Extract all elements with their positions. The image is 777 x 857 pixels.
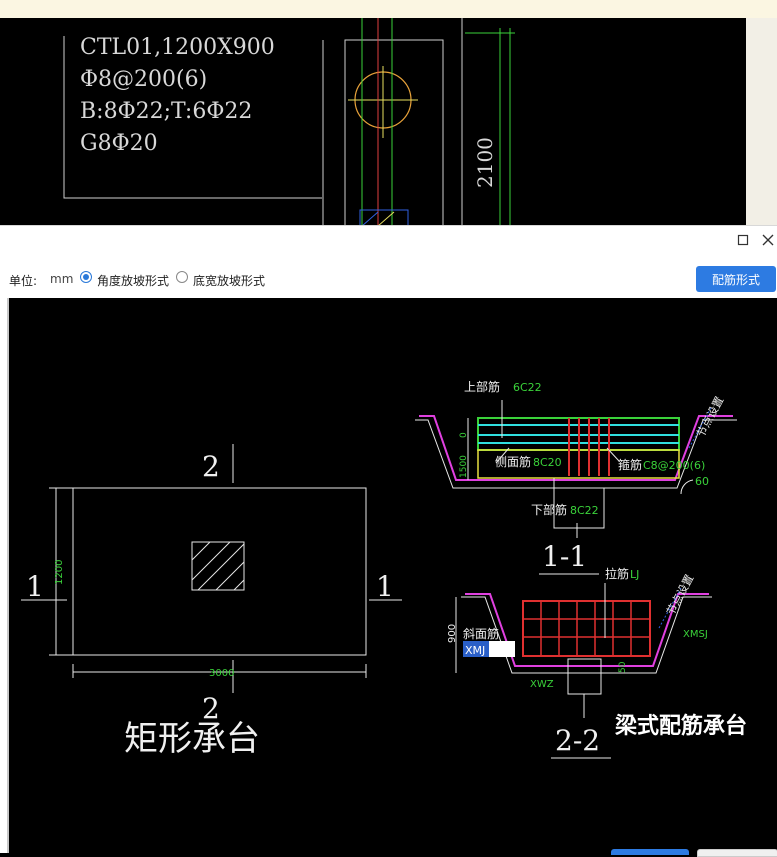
background-right-panel — [746, 18, 777, 228]
tie-label: 拉筋 — [605, 566, 629, 581]
side-rebar-label: 侧面筋 — [495, 454, 531, 469]
dim-0: 0 — [459, 432, 469, 438]
label-line-1: CTL01,1200X900 — [80, 35, 275, 60]
section-2-red-grid — [523, 601, 650, 656]
dim-900: 900 — [447, 624, 458, 643]
dim-50: 50 — [618, 661, 628, 673]
radio-angle-slope[interactable] — [80, 271, 92, 283]
radio-bottom-width-slope-label[interactable]: 底宽放坡形式 — [193, 274, 266, 288]
dim-1500: 1500 — [459, 455, 469, 478]
leader-stirrup — [606, 447, 620, 462]
radio-bottom-width-slope[interactable] — [176, 271, 188, 283]
side-rebar-value: 8C20 — [533, 456, 562, 469]
rect-cap-caption: 矩形承台 — [124, 719, 260, 759]
bottom-rebar-label: 下部筋 — [531, 502, 567, 517]
top-rebar-label: 上部筋 — [464, 379, 500, 394]
cancel-button-edge[interactable] — [697, 849, 777, 857]
pile-stub-2 — [567, 658, 602, 695]
dialog-toolbar: 单位: mm 角度放坡形式 底宽放坡形式 配筋形式 — [0, 264, 777, 294]
label-line-3: B:8Φ22;T:6Φ22 — [80, 99, 252, 124]
slope-rebar-value[interactable]: XMJ — [465, 644, 485, 657]
rebar-dialog: 单位: mm 角度放坡形式 底宽放坡形式 配筋形式 2 2 1 — [0, 225, 777, 853]
section-label-left: 1 — [26, 570, 44, 603]
slope-rebar-selection — [463, 641, 489, 657]
maximize-icon[interactable] — [736, 234, 750, 248]
section-1-title: 1-1 — [542, 540, 587, 573]
background-cad-drawing: CTL01,1200X900 Φ8@200(6) B:8Φ22;T:6Φ22 G… — [0, 18, 777, 229]
section-label-bottom: 2 — [202, 692, 220, 725]
section-2-outline — [461, 596, 712, 674]
preview-canvas: 2 2 1 1 1200 3000 矩形承台 — [7, 298, 777, 853]
rect-cap-outline — [72, 487, 367, 656]
column-hatch-lines — [191, 541, 245, 591]
xwz-label: XWZ — [530, 679, 554, 690]
dim-width-text: 3000 — [209, 668, 234, 679]
column-outline — [344, 39, 444, 229]
stirrup-value: C8@200(6) — [643, 459, 705, 472]
angle-60: 60 — [695, 475, 709, 488]
section-label-top: 2 — [202, 450, 220, 483]
section-2-title: 2-2 — [555, 724, 600, 757]
section-2-red-cage — [522, 600, 651, 657]
background-cad-svg: CTL01,1200X900 Φ8@200(6) B:8Φ22;T:6Φ22 G… — [63, 18, 515, 229]
label-line-4: G8Φ20 — [80, 131, 158, 156]
label-line-2: Φ8@200(6) — [80, 67, 207, 92]
pile-stub-1 — [553, 487, 605, 529]
hatch-line — [361, 211, 379, 227]
section-1-red-stirrups — [568, 418, 610, 476]
leader-side-rebar — [495, 447, 510, 464]
xmsj-label: XMSJ — [683, 629, 708, 640]
section-2-magenta-rebar — [465, 593, 709, 667]
rebar-form-button[interactable]: 配筋形式 — [696, 266, 776, 292]
slope-rebar-label: 斜面筋 — [463, 626, 499, 641]
dim-height-text: 1200 — [54, 560, 65, 585]
dimension-2100: 2100 — [473, 137, 497, 188]
unit-value: mm — [50, 272, 74, 286]
beam-cap-caption: 梁式配筋承台 — [614, 713, 747, 739]
tie-value: LJ — [630, 568, 639, 581]
dialog-titlebar — [0, 226, 777, 256]
column-hatch-box — [191, 541, 245, 591]
section-label-right: 1 — [376, 570, 394, 603]
stirrup-label: 箍筋 — [618, 457, 642, 472]
radio-angle-slope-label[interactable]: 角度放坡形式 — [97, 274, 170, 288]
confirm-button-edge[interactable] — [611, 849, 689, 855]
preview-svg: 2 2 1 1 1200 3000 矩形承台 — [21, 379, 747, 759]
unit-label: 单位: — [9, 274, 38, 288]
label-frame — [63, 36, 322, 199]
hatch-line — [377, 211, 395, 227]
angle-arc — [680, 479, 694, 495]
top-rebar-value: 6C22 — [513, 381, 542, 394]
section-1-magenta-rebar — [419, 415, 733, 481]
close-icon[interactable] — [761, 234, 775, 248]
top-strip — [0, 0, 777, 18]
bottom-rebar-value: 8C22 — [570, 504, 599, 517]
